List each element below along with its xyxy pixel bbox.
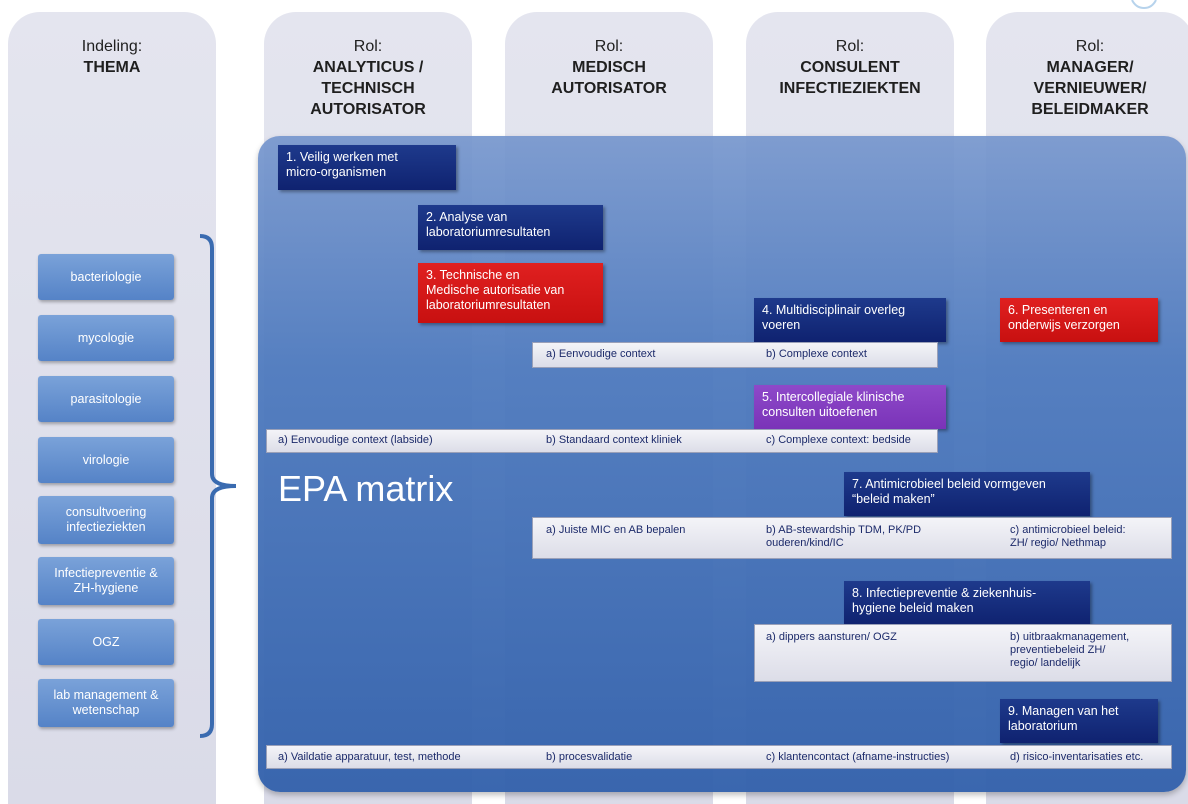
- theme-infectiepreventie[interactable]: Infectiepreventie & ZH-hygiene: [38, 557, 174, 605]
- epa-8-box[interactable]: 8. Infectiepreventie & ziekenhuis- hygie…: [844, 581, 1090, 625]
- level-cell: d) risico-inventarisaties etc.: [1010, 751, 1144, 763]
- epa-2-box[interactable]: 2. Analyse van laboratoriumresultaten: [418, 205, 603, 250]
- epa-3-box[interactable]: 3. Technische en Medische autorisatie va…: [418, 263, 603, 323]
- epa-9-box[interactable]: 9. Managen van het laboratorium: [1000, 699, 1158, 743]
- level-cell: b) AB-stewardship TDM, PK/PD ouderen/kin…: [766, 524, 922, 549]
- column-header: Rol: MEDISCH AUTORISATOR: [505, 36, 713, 99]
- arc-decoration-icon: [1131, 0, 1157, 10]
- level-cell: a) Eenvoudige context: [546, 348, 656, 360]
- column-header: Indeling: THEMA: [8, 36, 216, 78]
- level-cell: b) procesvalidatie: [546, 751, 633, 763]
- epa-7-box[interactable]: 7. Antimicrobieel beleid vormgeven “bele…: [844, 472, 1090, 516]
- theme-consultvoering[interactable]: consultvoering infectieziekten: [38, 496, 174, 544]
- column-role: Rol:: [594, 38, 624, 55]
- epa-6-box[interactable]: 6. Presenteren en onderwijs verzorgen: [1000, 298, 1158, 342]
- column-name: MANAGER/ VERNIEUWER/ BELEIDMAKER: [1031, 59, 1149, 118]
- theme-virologie[interactable]: virologie: [38, 437, 174, 483]
- level-cell: c) klantencontact (afname-instructies): [766, 751, 950, 763]
- column-role: Indeling:: [81, 38, 143, 55]
- theme-ogz[interactable]: OGZ: [38, 619, 174, 665]
- column-role: Rol:: [353, 38, 383, 55]
- level-bar-epa7: [532, 517, 1172, 559]
- level-cell: b) Complexe context: [766, 348, 867, 360]
- column-name: THEMA: [83, 59, 141, 76]
- matrix-title: EPA matrix: [278, 468, 454, 509]
- epa-5-box[interactable]: 5. Intercollegiale klinische consulten u…: [754, 385, 946, 429]
- column-header: Rol: MANAGER/ VERNIEUWER/ BELEIDMAKER: [986, 36, 1188, 120]
- level-bar-epa8: [754, 624, 1172, 682]
- level-cell: b) Standaard context kliniek: [546, 434, 682, 446]
- level-cell: a) dippers aansturen/ OGZ: [766, 631, 897, 643]
- column-header: Rol: CONSULENT INFECTIEZIEKTEN: [746, 36, 954, 99]
- level-bar-epa9: [266, 745, 1172, 769]
- column-header: Rol: ANALYTICUS / TECHNISCH AUTORISATOR: [264, 36, 472, 120]
- column-name: CONSULENT INFECTIEZIEKTEN: [779, 59, 921, 97]
- column-role: Rol:: [835, 38, 865, 55]
- theme-parasitologie[interactable]: parasitologie: [38, 376, 174, 422]
- level-cell: a) Juiste MIC en AB bepalen: [546, 524, 686, 536]
- level-bar-epa4: [532, 342, 938, 368]
- epa-1-box[interactable]: 1. Veilig werken met micro-organismen: [278, 145, 456, 190]
- column-name: MEDISCH AUTORISATOR: [551, 59, 667, 97]
- level-cell: c) Complexe context: bedside: [766, 434, 911, 446]
- column-role: Rol:: [1075, 38, 1105, 55]
- theme-mycologie[interactable]: mycologie: [38, 315, 174, 361]
- level-cell: a) Eenvoudige context (labside): [278, 434, 433, 446]
- theme-bacteriologie[interactable]: bacteriologie: [38, 254, 174, 300]
- level-bar-epa5: [266, 429, 938, 453]
- column-name: ANALYTICUS / TECHNISCH AUTORISATOR: [310, 59, 426, 118]
- level-cell: c) antimicrobieel beleid: ZH/ regio/ Net…: [1010, 524, 1126, 549]
- level-cell: a) Vaildatie apparatuur, test, methode: [278, 751, 461, 763]
- epa-matrix-panel: [258, 136, 1186, 792]
- level-cell: b) uitbraakmanagement, preventiebeleid Z…: [1010, 631, 1130, 669]
- theme-lab-management[interactable]: lab management & wetenschap: [38, 679, 174, 727]
- bracket-icon: [199, 234, 237, 738]
- epa-4-box[interactable]: 4. Multidisciplinair overleg voeren: [754, 298, 946, 342]
